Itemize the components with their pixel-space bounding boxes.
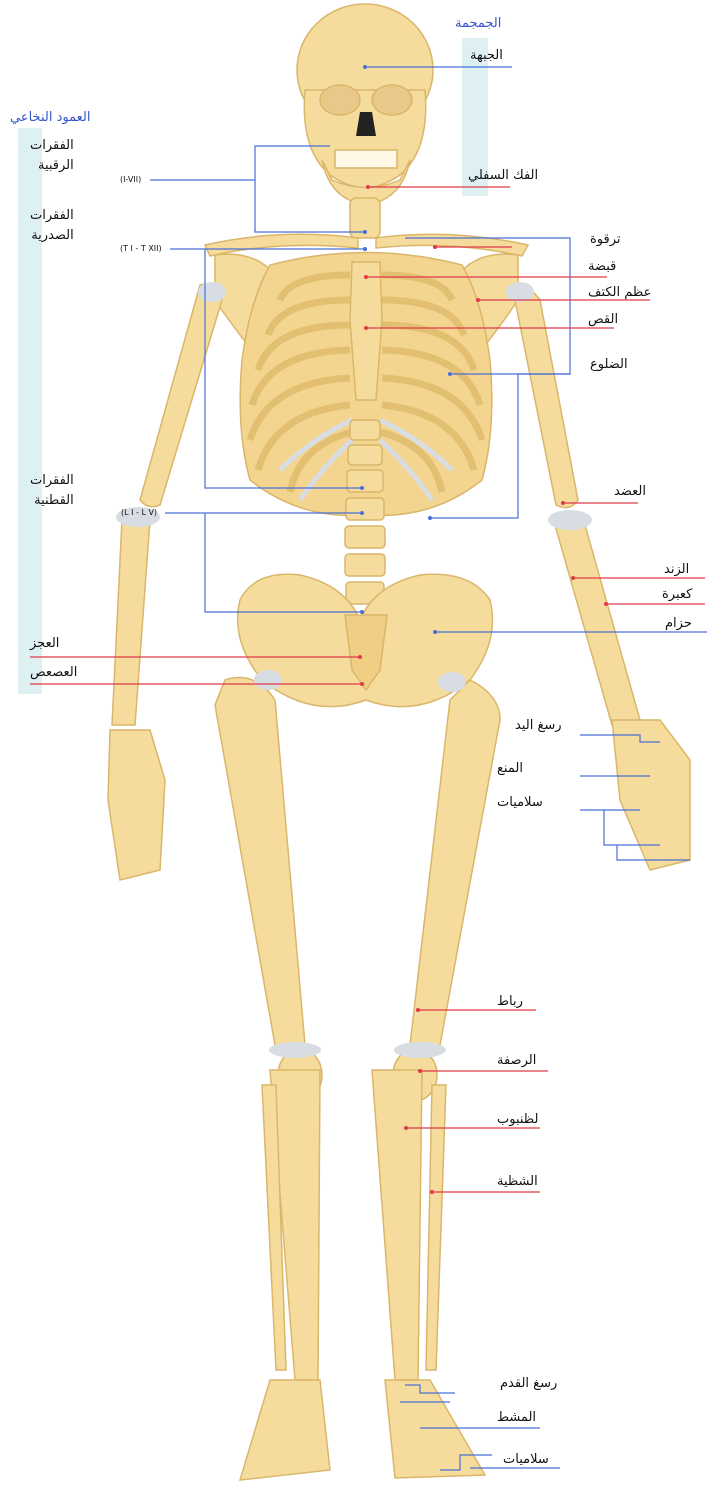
- radius-label: كعبرة: [662, 587, 692, 603]
- cervical-vertebrae-label: الفقرات الرقبية: [30, 136, 74, 176]
- right-forearm: [555, 525, 640, 725]
- patella-label: الرصفة: [497, 1053, 536, 1069]
- lumbar-vertebrae-label: الفقرات القطنية: [30, 471, 74, 511]
- right-humerus: [512, 284, 578, 508]
- tarsals-label: رسغ القدم: [500, 1376, 557, 1392]
- left-forearm: [112, 520, 150, 725]
- scapula-label: عظم الكتف: [588, 285, 651, 301]
- ribs-label: الضلوع: [590, 357, 628, 373]
- sternum-label: القص: [588, 312, 618, 328]
- thoracic-lumbar-spine: [345, 420, 385, 604]
- thoracic-range-label: (T I - T XII): [120, 241, 162, 257]
- right-orbit: [372, 85, 412, 115]
- frontal-label: الجبهة: [470, 48, 503, 64]
- tibia-label: لظنبوب: [497, 1112, 538, 1128]
- spine-group-heading: العمود النخاعي: [10, 110, 90, 126]
- ulna-label: الزند: [664, 562, 689, 578]
- left-foot: [240, 1380, 330, 1480]
- lumbar-range-label: (L I - L V): [121, 505, 157, 521]
- left-humerus: [140, 284, 222, 507]
- skull-group-heading: الجمجمة: [455, 16, 501, 32]
- sternum: [350, 262, 382, 400]
- foot-phalanges-label: سلاميات: [503, 1452, 549, 1468]
- left-femur: [215, 678, 305, 1056]
- cervical-range-label: (I-VII): [120, 172, 141, 188]
- mandible-label: الفك السفلي: [468, 168, 538, 184]
- pelvis-label: حزام: [665, 616, 692, 632]
- left-clavicle: [205, 234, 358, 256]
- right-foot: [385, 1380, 485, 1478]
- left-orbit: [320, 85, 360, 115]
- sacrum-label: العجز: [30, 636, 59, 652]
- right-femur: [410, 680, 500, 1055]
- thoracic-vertebrae-label: الفقرات الصدرية: [30, 206, 74, 246]
- fibula-label: الشظية: [497, 1174, 538, 1190]
- hand-phalanges-label: سلاميات: [497, 795, 543, 811]
- metatarsals-label: المشط: [497, 1410, 536, 1426]
- manubrium-label: قبضة: [588, 259, 616, 275]
- carpals-label: رسغ اليد: [515, 718, 562, 734]
- teeth: [335, 150, 397, 168]
- metacarpals-label: المنع: [497, 761, 523, 777]
- coccyx-label: العصعص: [30, 665, 77, 681]
- skeleton-bones: [108, 4, 690, 1480]
- right-tibia: [372, 1070, 422, 1380]
- clavicle-label: ترقوة: [590, 232, 621, 248]
- humerus-label: العضد: [614, 484, 646, 500]
- ligament-label: رباط: [497, 994, 523, 1010]
- left-hand: [108, 730, 165, 880]
